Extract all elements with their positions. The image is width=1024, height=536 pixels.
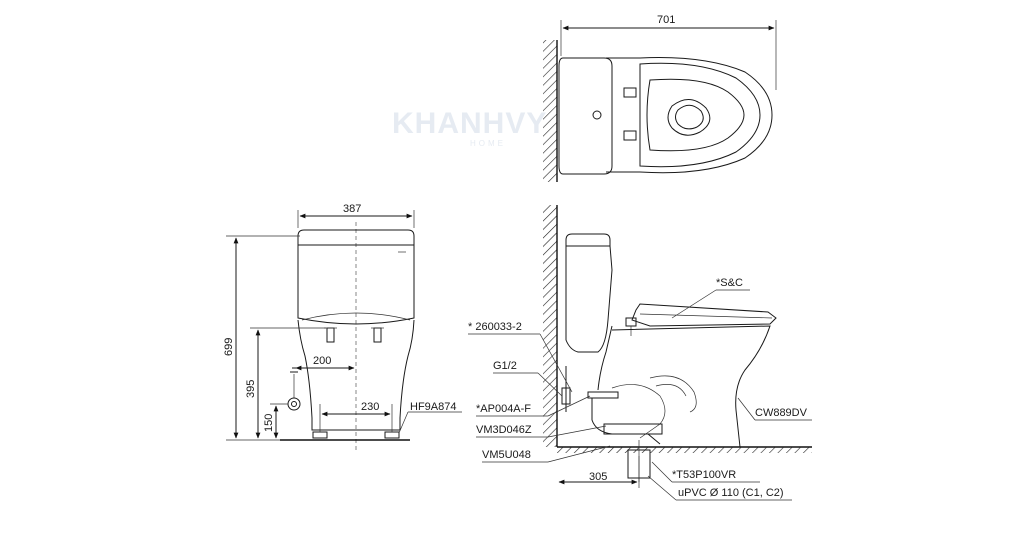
label-gasket: * 260033-2 <box>468 321 522 333</box>
side-flange <box>587 391 619 399</box>
label-sc: *S&C <box>716 277 743 289</box>
front-foot-left <box>312 431 328 439</box>
front-tank <box>297 245 415 325</box>
side-hinge <box>625 317 637 327</box>
side-outlet <box>591 398 661 445</box>
hinge-top <box>623 87 637 98</box>
top-seat-inner <box>646 78 745 152</box>
label-ap004a: *AP004A-F <box>476 403 531 415</box>
side-seat-cover <box>631 303 777 327</box>
front-foot-right <box>384 431 400 439</box>
front-seat-line <box>301 312 411 321</box>
side-tank-lid <box>565 233 611 247</box>
dim-front-width: 387 <box>343 203 361 215</box>
top-bowl-water <box>675 104 704 130</box>
watermark-logo: KHANHVY HOME <box>392 107 547 148</box>
front-bowl <box>297 319 415 431</box>
front-tank-lid <box>297 229 415 246</box>
side-trapway-inner <box>655 384 687 397</box>
side-floor-hatch <box>557 447 812 453</box>
top-tank <box>558 57 613 175</box>
front-view: 387 699 395 150 200 230 HF9A874 <box>223 203 462 450</box>
side-bowl-back <box>597 325 613 391</box>
front-valve-right <box>373 327 382 343</box>
label-vm3d046z: VM3D046Z <box>476 424 532 436</box>
supply-valve <box>287 397 301 411</box>
label-hf9a874: HF9A874 <box>410 401 456 413</box>
side-tank <box>565 245 613 353</box>
top-seat <box>639 62 761 168</box>
label-g12: G1/2 <box>493 360 517 372</box>
top-view: 701 <box>543 14 777 182</box>
dim-supply-offset: 200 <box>313 355 331 367</box>
dim-supply-height: 150 <box>263 414 275 432</box>
label-vm5u048: VM5U048 <box>482 449 531 461</box>
side-wall-hatch <box>543 205 557 447</box>
label-cw889dv: CW889DV <box>755 407 808 419</box>
hinge-bottom <box>623 130 637 141</box>
top-bowl-outline <box>606 57 773 174</box>
side-bowl-outline <box>611 325 771 448</box>
label-t53p100vr: *T53P100VR <box>672 469 736 481</box>
dim-top-width: 701 <box>657 14 675 26</box>
flush-button <box>592 110 602 120</box>
dim-rough-in: 305 <box>589 471 607 483</box>
watermark-sub: HOME <box>470 139 506 148</box>
dim-total-height: 699 <box>223 338 235 356</box>
side-view: 305 *S&C * 260033-2 G1/2 *AP004A-F VM3D0… <box>468 205 812 501</box>
side-trapway <box>649 375 697 413</box>
label-upvc: uPVC Ø 110 (C1, C2) <box>678 487 784 499</box>
dim-inlet-height: 395 <box>245 380 257 398</box>
front-valve-left <box>326 327 335 343</box>
dim-foot-spacing: 230 <box>361 401 379 413</box>
top-bowl-opening <box>667 99 711 136</box>
watermark-brand: KHANHVY <box>392 107 547 140</box>
side-adapter <box>603 423 663 435</box>
top-wall-hatch <box>543 40 557 182</box>
